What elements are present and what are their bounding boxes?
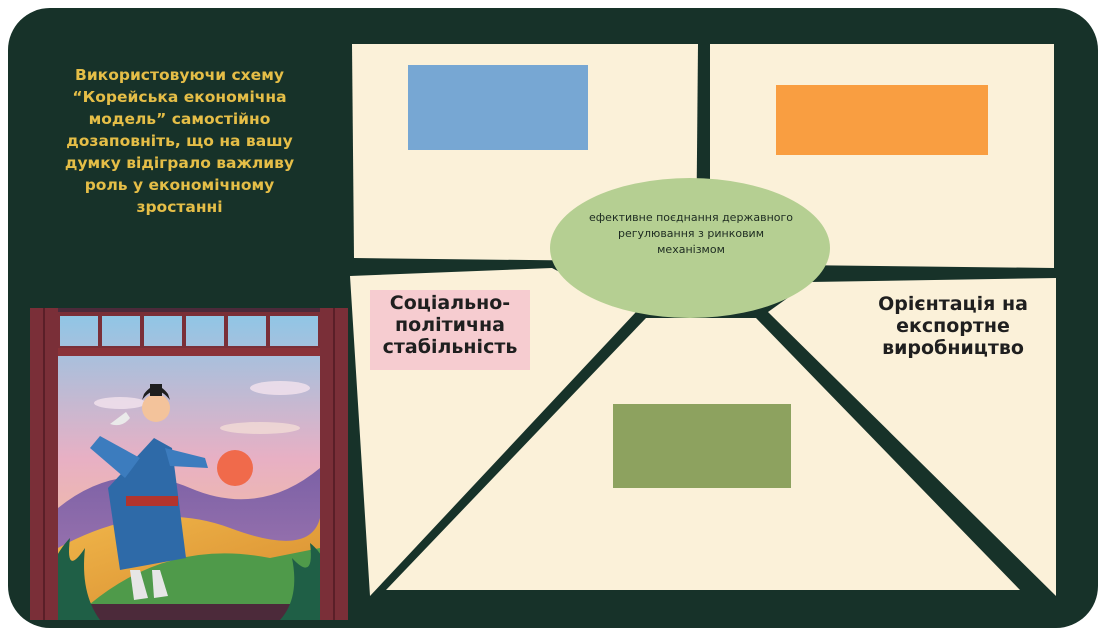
social-stability-text: Соціально-політична стабільність — [382, 292, 518, 358]
orange-placeholder-box[interactable] — [776, 85, 988, 155]
center-concept-text: ефективне поєднання державного регулюван… — [589, 211, 793, 256]
scholar-at-sunset-image — [30, 308, 348, 620]
green-placeholder-box[interactable] — [613, 404, 791, 488]
blue-placeholder-box[interactable] — [408, 65, 588, 150]
center-ellipse — [550, 178, 830, 318]
panel-right — [768, 278, 1056, 596]
instruction-text: Використовуючи схему “Корейська економіч… — [64, 66, 295, 216]
export-orientation-text: Орієнтація на експортне виробництво — [878, 293, 1028, 359]
social-highlight — [370, 290, 530, 370]
